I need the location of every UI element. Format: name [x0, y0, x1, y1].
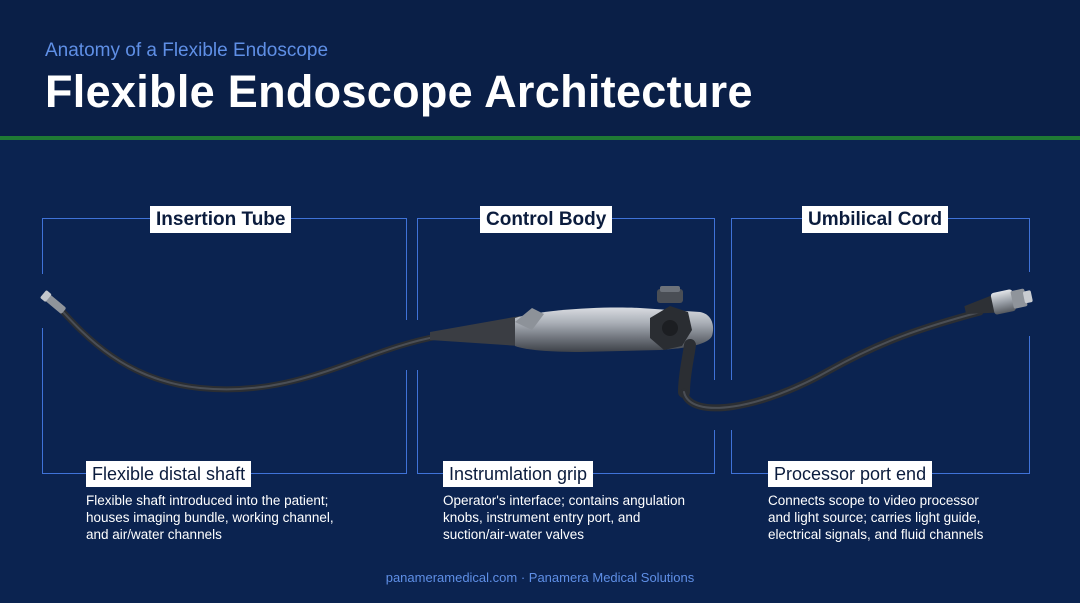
insertion-tube-title: Insertion Tube — [150, 206, 292, 233]
footer-credit: panameramedical.com · Panamera Medical S… — [385, 570, 695, 585]
insertion-tube-label: Flexible distal shaft — [86, 461, 252, 487]
page-title: Flexible Endoscope Architecture — [45, 66, 753, 117]
control-body-label: Instrumlation grip — [443, 461, 594, 487]
umbilical-cord-title: Umbilical Cord — [802, 206, 949, 233]
control-body-title: Control Body — [480, 206, 613, 233]
umbilical-cord-description: Connects scope to video processor and li… — [768, 493, 984, 542]
umbilical-cord — [680, 308, 984, 412]
processor-connector — [964, 288, 1033, 315]
umbilical-cord-label: Processor port end — [768, 461, 933, 487]
header-divider — [0, 136, 1080, 140]
insertion-tube-shaft — [49, 297, 523, 393]
page-subtitle: Anatomy of a Flexible Endoscope — [45, 40, 329, 61]
insertion-tube-description: Flexible shaft introduced into the patie… — [86, 493, 334, 542]
control-body-handle — [515, 286, 714, 398]
header-band — [0, 0, 1080, 138]
distal-tip — [40, 290, 66, 314]
control-body-description: Operator's interface; contains angulatio… — [443, 493, 685, 542]
